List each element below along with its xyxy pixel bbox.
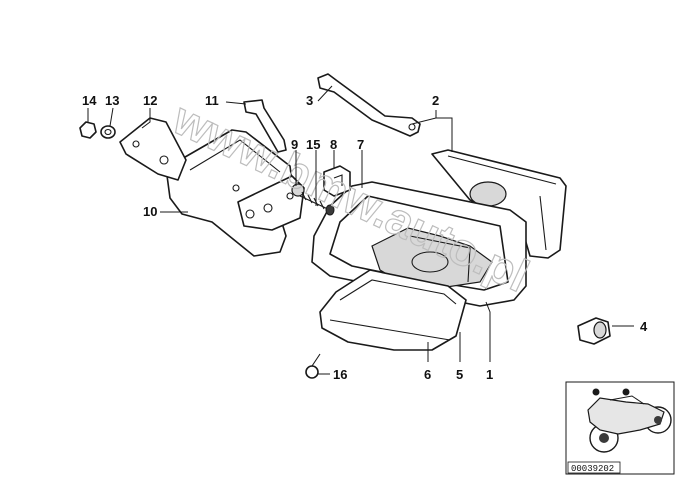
callout-14: 14	[82, 93, 97, 108]
callout-10: 10	[143, 204, 157, 219]
callout-12: 12	[143, 93, 157, 108]
callout-1: 1	[486, 367, 493, 382]
callout-5: 5	[456, 367, 463, 382]
callout-4: 4	[640, 319, 648, 334]
callout-labels: 14 13 12 11 3 2 9 15 8 7 10 4 16 6 5 1	[82, 93, 648, 382]
mounting-plate-holes	[237, 175, 305, 231]
callout-11: 11	[205, 93, 219, 108]
part-2-housing	[431, 149, 567, 259]
part-4-grommet	[577, 317, 611, 345]
part-12-plate	[119, 117, 187, 181]
part-16-screw	[305, 353, 321, 379]
part-13-washer	[100, 125, 116, 139]
part-11-clip	[243, 99, 287, 153]
callout-3: 3	[306, 93, 313, 108]
part-8-rubber-block	[323, 165, 351, 197]
callout-8: 8	[330, 137, 337, 152]
callout-9: 9	[291, 137, 298, 152]
motorcycle-icon	[587, 388, 672, 453]
part-14-nut	[79, 121, 97, 139]
callout-6: 6	[424, 367, 431, 382]
leader-lines	[87, 85, 634, 375]
callout-13: 13	[105, 93, 119, 108]
motorcycle-inset: 00039202	[565, 381, 675, 475]
part-6-lens	[319, 269, 467, 351]
callout-15: 15	[306, 137, 320, 152]
callout-16: 16	[333, 367, 347, 382]
callout-2: 2	[432, 93, 439, 108]
callout-7: 7	[357, 137, 364, 152]
part-3-lever	[317, 73, 421, 137]
image-code: 00039202	[571, 464, 614, 474]
part-15-screw	[299, 191, 335, 216]
